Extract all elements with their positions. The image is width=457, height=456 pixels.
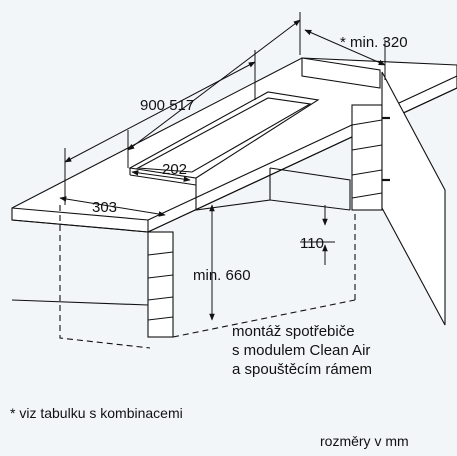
front-label: 303	[92, 199, 117, 216]
dimension-front: 303	[59, 196, 166, 217]
depth-min-label: * min. 320	[340, 34, 408, 51]
units-label: rozměry v mm	[320, 433, 409, 449]
left-cabinet	[147, 231, 174, 338]
note-line-1: montáž spotřebiče	[232, 323, 355, 340]
footnote: * viz tabulku s kombinacemi	[10, 405, 183, 421]
appliance-box	[195, 167, 351, 211]
drop-label: 110	[300, 235, 324, 252]
right-cabinet	[301, 57, 446, 326]
note-line-3: a spouštěcím rámem	[232, 361, 372, 378]
note-line-2: s modulem Clean Air	[232, 342, 370, 359]
height-min-label: min. 660	[193, 267, 251, 284]
dimension-height: min. 660	[193, 204, 251, 321]
dimension-cutout: 202	[131, 161, 191, 182]
dimension-depth: * min. 320	[304, 29, 408, 80]
dimension-drop: 110	[300, 205, 335, 265]
lower-cabinet-outline	[59, 205, 356, 349]
dimension-top	[127, 12, 301, 168]
cutout-label: 202	[162, 161, 187, 178]
installation-note: montáž spotřebiče s modulem Clean Air a …	[232, 323, 372, 378]
floor-line	[11, 299, 149, 306]
